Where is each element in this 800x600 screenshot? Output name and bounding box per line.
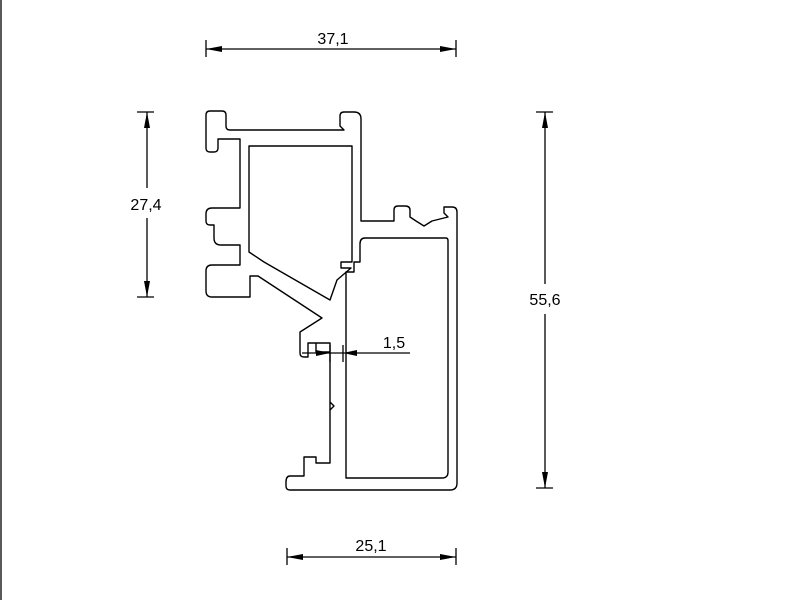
profile-outer-contour [205, 110, 458, 491]
dimension-left-height-label: 27,4 [130, 197, 161, 214]
dimension-top-width: 37,1 [205, 31, 457, 57]
profile-inner-notch [329, 401, 335, 411]
dimension-wall-thickness: 1,5 [302, 335, 410, 362]
dimension-wall-thickness-label: 1,5 [383, 335, 405, 352]
dimension-top-width-label: 37,1 [317, 31, 348, 48]
dimension-bottom-width-label: 25,1 [355, 538, 386, 555]
dimension-right-height: 55,6 [529, 111, 561, 489]
dimension-left-height: 27,4 [130, 111, 162, 298]
profile-section [205, 110, 458, 491]
profile-upper-chamber [248, 145, 353, 301]
profile-inner-lip [315, 343, 330, 353]
dimension-bottom-width: 25,1 [286, 538, 457, 565]
profile-lower-chamber [345, 237, 449, 479]
dimension-right-height-label: 55,6 [529, 292, 560, 309]
